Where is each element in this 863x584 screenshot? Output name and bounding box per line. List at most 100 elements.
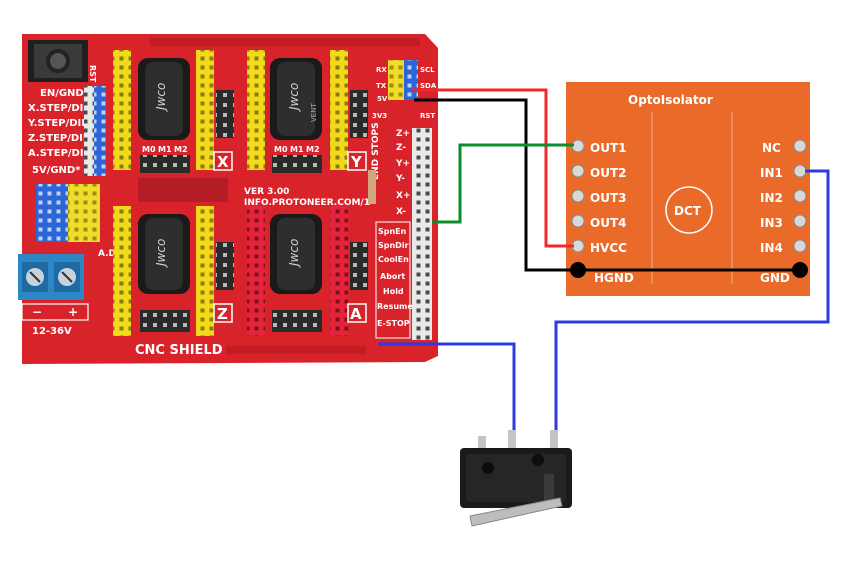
wire-red bbox=[412, 88, 574, 248]
wire-black bbox=[414, 98, 800, 272]
opto-pin-in2[interactable] bbox=[793, 189, 807, 203]
opto-label-in3: IN3 bbox=[760, 216, 783, 230]
cap-y-brand: Jwco bbox=[287, 83, 301, 112]
end-stops-label: END STOPS bbox=[371, 122, 381, 180]
opto-pin-in1[interactable] bbox=[793, 164, 807, 178]
left-label-5v-gnd: 5V/GND* bbox=[32, 165, 81, 176]
left-label-a-step: A.STEP/DIR bbox=[28, 148, 92, 159]
end-stop-header[interactable] bbox=[412, 128, 432, 340]
control-resume: Resume bbox=[377, 302, 413, 311]
optoisolator-board: OptoIsolator DCT OUT1 OUT2 OUT3 OUT4 HVC… bbox=[566, 82, 810, 296]
version-label: VER 3.00 bbox=[244, 187, 289, 197]
control-abort: Abort bbox=[380, 272, 405, 281]
microstep-y-m1: M1 bbox=[290, 145, 304, 154]
driver-socket-z-left[interactable] bbox=[113, 206, 131, 336]
microstep-header-y[interactable] bbox=[272, 155, 322, 173]
opto-pin-in3[interactable] bbox=[793, 214, 807, 228]
control-estop: E-STOP bbox=[377, 319, 410, 328]
label-scl: SCL bbox=[420, 66, 435, 74]
driver-socket-z-right[interactable] bbox=[196, 206, 214, 336]
dct-chip: DCT bbox=[665, 186, 713, 234]
microstep-x-m0: M0 bbox=[142, 145, 156, 154]
cap-y-vent: VENT bbox=[310, 103, 318, 122]
microstep-header-z[interactable] bbox=[140, 310, 190, 332]
url-label: INFO.PROTONEER.COM/1 bbox=[244, 198, 370, 208]
axis-label-a: A bbox=[350, 305, 362, 323]
opto-label-hvcc: HVCC bbox=[590, 241, 627, 255]
top-right-header-blue[interactable] bbox=[404, 60, 418, 100]
microstep-header-a[interactable] bbox=[272, 310, 322, 332]
left-pin-header-blue[interactable] bbox=[94, 86, 106, 176]
driver-socket-y-right[interactable] bbox=[330, 50, 348, 170]
switch-lever[interactable] bbox=[469, 497, 563, 527]
cap-x-brand: Jwco bbox=[154, 83, 168, 112]
stop-pin-x-plus: X+ bbox=[396, 191, 410, 201]
capacitor-y: Jwco VENT bbox=[270, 58, 322, 140]
microstep-header-x[interactable] bbox=[140, 155, 190, 173]
left-label-z-step: Z.STEP/DIR bbox=[28, 133, 91, 144]
resistor bbox=[368, 170, 376, 204]
control-spndir: SpnDir bbox=[378, 241, 409, 250]
opto-pin-out2[interactable] bbox=[571, 164, 585, 178]
opto-label-hgnd: HGND bbox=[594, 271, 634, 285]
wires bbox=[378, 88, 830, 440]
top-header-holes bbox=[150, 38, 420, 46]
reset-button[interactable] bbox=[28, 40, 88, 82]
cap-a-brand: Jwco bbox=[287, 239, 301, 268]
capacitor-z: Jwco bbox=[138, 214, 190, 294]
motor-connector-a[interactable] bbox=[350, 242, 368, 290]
axis-label-y: Y bbox=[350, 153, 363, 171]
control-coolen: CoolEn bbox=[378, 255, 409, 264]
wire-blue-left bbox=[378, 342, 516, 440]
stop-pin-y-minus: Y- bbox=[395, 174, 405, 184]
label-rx: RX bbox=[376, 66, 387, 74]
left-label-en-gnd: EN/GND bbox=[40, 88, 84, 99]
microstep-x-m1: M1 bbox=[158, 145, 172, 154]
control-spnen: SpnEn bbox=[378, 227, 407, 236]
opto-label-out3: OUT3 bbox=[590, 191, 626, 205]
plus-label: + bbox=[68, 305, 78, 319]
driver-socket-y-left[interactable] bbox=[247, 50, 265, 170]
stop-pin-y-plus: Y+ bbox=[395, 159, 410, 169]
opto-label-out1: OUT1 bbox=[590, 141, 626, 155]
opto-pin-nc[interactable] bbox=[793, 139, 807, 153]
opto-pin-in4[interactable] bbox=[793, 239, 807, 253]
label-sda: SDA bbox=[420, 82, 437, 90]
microstep-y-m2: M2 bbox=[306, 145, 320, 154]
cap-z-brand: Jwco bbox=[154, 239, 168, 268]
power-terminal[interactable] bbox=[18, 254, 84, 300]
opto-pin-out4[interactable] bbox=[571, 214, 585, 228]
control-hold: Hold bbox=[383, 287, 404, 296]
wire-green bbox=[432, 143, 574, 224]
label-tx: TX bbox=[376, 82, 387, 90]
axis-label-x: X bbox=[217, 153, 229, 171]
driver-socket-a-left[interactable] bbox=[247, 206, 265, 336]
motor-connector-z[interactable] bbox=[216, 242, 234, 290]
micro-switch[interactable] bbox=[460, 430, 572, 527]
stop-pin-z-minus: Z- bbox=[396, 143, 406, 153]
motor-connector-x[interactable] bbox=[216, 90, 234, 138]
driver-socket-a-right[interactable] bbox=[330, 206, 348, 336]
jumper-block-blue[interactable] bbox=[36, 184, 68, 242]
shield-title: CNC SHIELD bbox=[135, 343, 223, 358]
stop-pin-z-plus: Z+ bbox=[396, 129, 410, 139]
center-jumpers bbox=[138, 178, 228, 202]
opto-title: OptoIsolator bbox=[628, 93, 713, 107]
stop-pin-x-minus: X- bbox=[396, 207, 406, 217]
opto-pin-out3[interactable] bbox=[571, 189, 585, 203]
microstep-y-m0: M0 bbox=[274, 145, 288, 154]
jumper-block-yellow[interactable] bbox=[68, 184, 100, 242]
motor-connector-y[interactable] bbox=[350, 90, 368, 138]
opto-label-in1: IN1 bbox=[760, 166, 783, 180]
axis-label-z: Z bbox=[217, 305, 228, 323]
left-label-x-step: X.STEP/DIR bbox=[28, 103, 91, 114]
opto-label-in4: IN4 bbox=[760, 241, 783, 255]
label-rst2: RST bbox=[420, 112, 435, 120]
rst-label: RST bbox=[88, 65, 97, 83]
driver-socket-x-left[interactable] bbox=[113, 50, 131, 170]
minus-label: − bbox=[32, 305, 42, 319]
driver-socket-x-right[interactable] bbox=[196, 50, 214, 170]
label-5v: 5V bbox=[377, 95, 388, 103]
bottom-header-holes bbox=[226, 346, 366, 354]
